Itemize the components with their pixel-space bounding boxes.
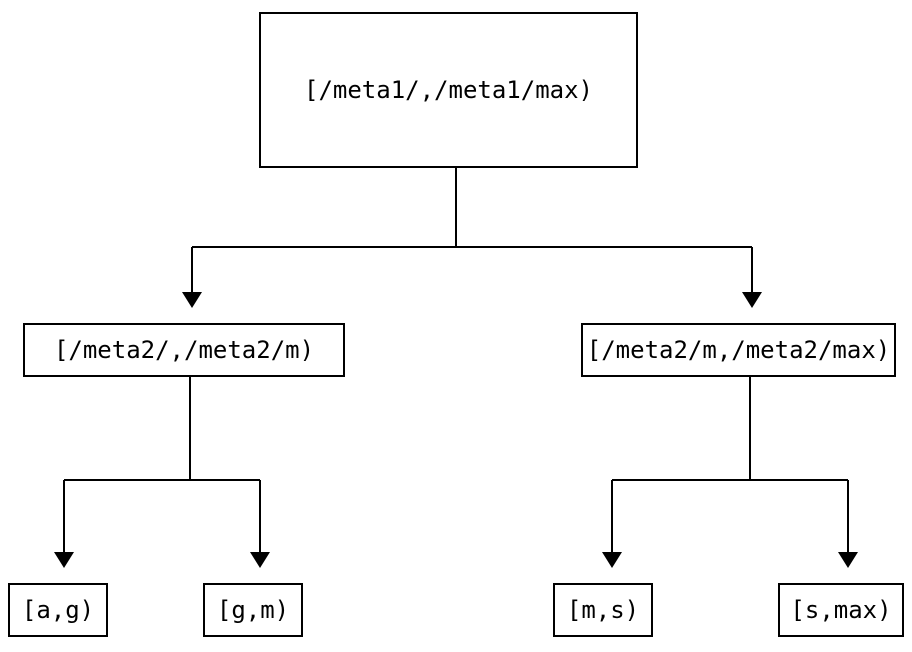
edge-right-node-to-children	[611, 377, 849, 552]
arrow-down-icon	[54, 552, 74, 568]
leaf-s-max: [s,max)	[778, 583, 904, 637]
arrow-down-icon	[250, 552, 270, 568]
arrow-down-icon	[182, 292, 202, 308]
leaf-a-g: [a,g)	[8, 583, 108, 637]
arrow-down-icon	[742, 292, 762, 308]
node-meta2-left: [/meta2/,/meta2/m)	[23, 323, 345, 377]
leaf-m-s: [m,s)	[553, 583, 653, 637]
arrow-down-icon	[602, 552, 622, 568]
edge-root-to-children	[191, 168, 753, 292]
arrow-down-icon	[838, 552, 858, 568]
edge-left-node-to-children	[63, 377, 261, 552]
node-meta2-right: [/meta2/m,/meta2/max)	[581, 323, 896, 377]
leaf-g-m: [g,m)	[203, 583, 303, 637]
node-root: [/meta1/,/meta1/max)	[259, 12, 638, 168]
